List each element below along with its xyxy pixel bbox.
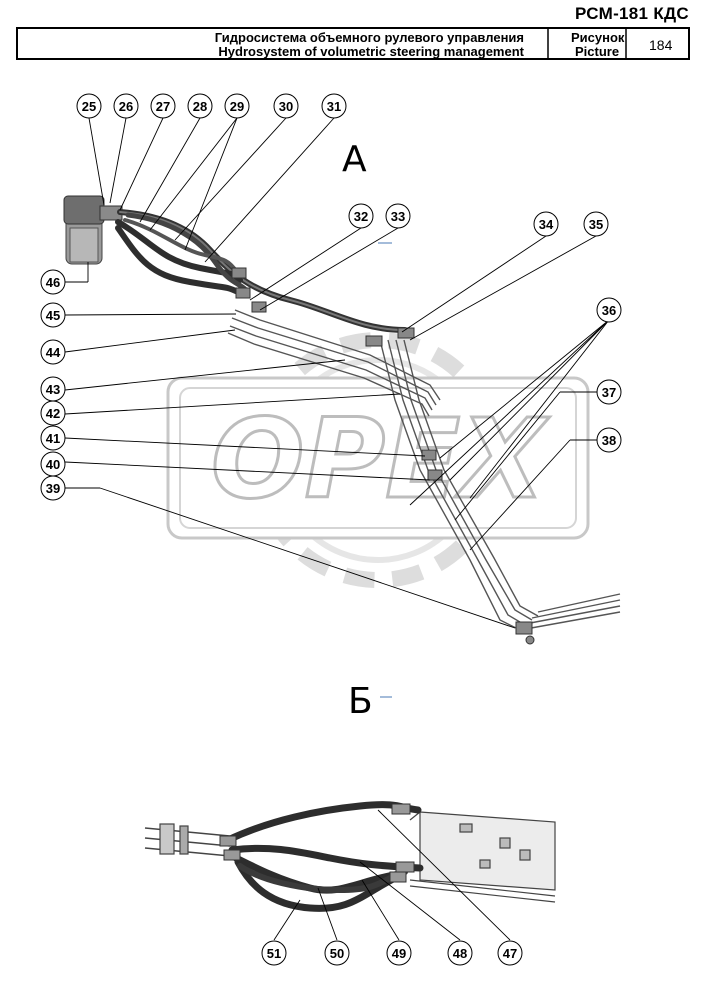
callout-25: 25: [76, 93, 102, 119]
picture-label-english: Picture: [575, 44, 620, 59]
hoses-view-b: [224, 801, 424, 912]
svg-text:25: 25: [82, 99, 96, 114]
callout-48: 48: [447, 940, 473, 966]
picture-number: 184: [649, 37, 673, 53]
callout-51: 51: [261, 940, 287, 966]
watermark-logo: OPEX: [166, 332, 590, 588]
svg-text:36: 36: [602, 303, 616, 318]
section-label-b: Б: [348, 681, 373, 722]
callouts: 25 26 27 28 29 30 31 32 33 34 35 36 37 3…: [40, 93, 622, 966]
svg-text:29: 29: [230, 99, 244, 114]
callout-31: 31: [321, 93, 347, 119]
svg-text:46: 46: [46, 275, 60, 290]
callout-33: 33: [385, 203, 411, 229]
svg-text:51: 51: [267, 946, 281, 961]
callout-36: 36: [596, 297, 622, 323]
callout-34: 34: [533, 211, 559, 237]
callout-38: 38: [596, 427, 622, 453]
callout-37: 37: [596, 379, 622, 405]
svg-text:37: 37: [602, 385, 616, 400]
svg-text:48: 48: [453, 946, 467, 961]
leader-lines: [64, 117, 610, 941]
callout-44: 44: [40, 339, 66, 365]
svg-text:26: 26: [119, 99, 133, 114]
svg-text:47: 47: [503, 946, 517, 961]
svg-text:44: 44: [46, 345, 61, 360]
callout-43: 43: [40, 376, 66, 402]
callout-29: 29: [224, 93, 250, 119]
svg-text:38: 38: [602, 433, 616, 448]
svg-text:30: 30: [279, 99, 293, 114]
callout-50: 50: [324, 940, 350, 966]
svg-text:34: 34: [539, 217, 554, 232]
callout-46: 46: [40, 269, 66, 295]
callout-42: 42: [40, 400, 66, 426]
svg-text:27: 27: [156, 99, 170, 114]
svg-text:35: 35: [589, 217, 603, 232]
callout-26: 26: [113, 93, 139, 119]
svg-text:41: 41: [46, 431, 60, 446]
pump-unit: [63, 195, 123, 265]
title-block: Гидросистема объемного рулевого управлен…: [16, 27, 690, 60]
pipes-view-a: [227, 309, 621, 631]
svg-text:28: 28: [193, 99, 207, 114]
svg-text:42: 42: [46, 406, 60, 421]
title-russian: Гидросистема объемного рулевого управлен…: [214, 30, 524, 45]
callout-47: 47: [497, 940, 523, 966]
callout-28: 28: [187, 93, 213, 119]
frame-view-b: [144, 811, 556, 903]
title-english: Hydrosystem of volumetric steering manag…: [218, 44, 524, 59]
callout-32: 32: [348, 203, 374, 229]
section-label-a: А: [342, 139, 367, 180]
document-code: РСМ-181 КДС: [575, 4, 689, 23]
svg-text:31: 31: [327, 99, 341, 114]
callout-27: 27: [150, 93, 176, 119]
callout-35: 35: [583, 211, 609, 237]
svg-text:45: 45: [46, 308, 60, 323]
svg-text:50: 50: [330, 946, 344, 961]
callout-30: 30: [273, 93, 299, 119]
callout-41: 41: [40, 425, 66, 451]
callout-39: 39: [40, 475, 66, 501]
fittings-view-b: [219, 803, 415, 883]
svg-text:39: 39: [46, 481, 60, 496]
svg-text:33: 33: [391, 209, 405, 224]
callout-45: 45: [40, 302, 66, 328]
callout-49: 49: [386, 940, 412, 966]
svg-text:49: 49: [392, 946, 406, 961]
picture-label-russian: Рисунок: [571, 30, 625, 45]
svg-text:32: 32: [354, 209, 368, 224]
svg-text:40: 40: [46, 457, 60, 472]
watermark-text: OPEX: [211, 395, 550, 523]
callout-40: 40: [40, 451, 66, 477]
fittings-view-a: [231, 267, 535, 645]
svg-text:43: 43: [46, 382, 60, 397]
